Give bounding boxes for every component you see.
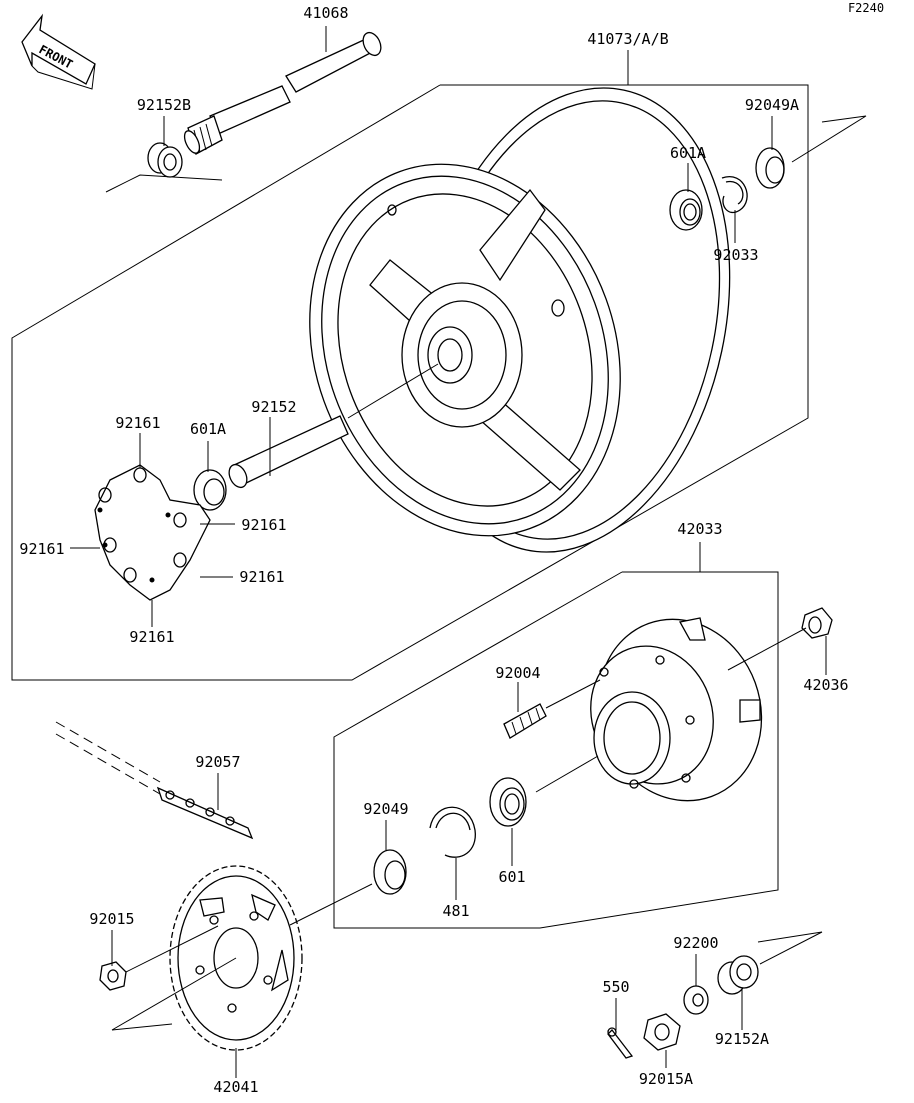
wheel-rim: [309, 87, 731, 553]
wheel-assembly-frame: [11, 84, 867, 681]
circlip-481: [429, 806, 476, 858]
stud-92004: [503, 703, 547, 739]
drive-chain-92057: [55, 721, 254, 840]
label-92161-bottom: 92161: [129, 628, 174, 646]
label-92057: 92057: [195, 753, 240, 771]
bearing-601: [489, 777, 527, 827]
label-92049a: 92049A: [745, 96, 799, 114]
circlip-92033: [721, 176, 748, 214]
label-42036: 42036: [803, 676, 848, 694]
label-601: 601: [498, 868, 525, 886]
washer-92200: [683, 985, 709, 1015]
wheel-damper-92161: [94, 464, 211, 601]
leader-lines: [70, 26, 827, 1078]
label-92161-top: 92161: [115, 414, 160, 432]
label-550: 550: [602, 978, 629, 996]
figure-code: F2240: [848, 1, 884, 15]
label-92152: 92152: [251, 398, 296, 416]
label-92015a: 92015A: [639, 1070, 693, 1088]
label-92004: 92004: [495, 664, 540, 682]
front-arrow-icon: FRONT: [21, 13, 96, 90]
label-92152b: 92152B: [137, 96, 191, 114]
bearing-601a-left: [193, 469, 227, 511]
sprocket-hub-42033: [590, 617, 763, 802]
label-601a-top: 601A: [670, 144, 706, 162]
label-92033: 92033: [713, 246, 758, 264]
label-601a-left: 601A: [190, 420, 226, 438]
label-41068: 41068: [303, 4, 348, 22]
label-92161-right-lower: 92161: [239, 568, 284, 586]
label-92161-right-upper: 92161: [241, 516, 286, 534]
hub-assembly-frame: [333, 571, 779, 929]
label-481: 481: [442, 902, 469, 920]
label-92161-left: 92161: [19, 540, 64, 558]
cotter-pin-550: [607, 1027, 634, 1059]
nut-92015: [99, 961, 127, 991]
label-42033: 42033: [677, 520, 722, 538]
axle-shaft: [183, 31, 382, 155]
bearing-601a-top: [669, 189, 703, 231]
label-92200: 92200: [673, 934, 718, 952]
label-92049: 92049: [363, 800, 408, 818]
sleeve-92152: [228, 415, 349, 489]
label-41073: 41073/A/B: [587, 30, 668, 48]
label-92015: 92015: [89, 910, 134, 928]
nut-92015a: [643, 1013, 681, 1051]
collar-42036: [801, 607, 833, 639]
collar-92152a: [717, 955, 759, 995]
label-42041: 42041: [213, 1078, 258, 1096]
collar-92152b: [147, 142, 183, 178]
oil-seal-92049: [373, 849, 407, 895]
label-92152a: 92152A: [715, 1030, 769, 1048]
oil-seal-92049a: [755, 147, 785, 189]
part-labels: 41068 41073/A/B 92152B 92049A 601A 92033…: [19, 4, 848, 1096]
